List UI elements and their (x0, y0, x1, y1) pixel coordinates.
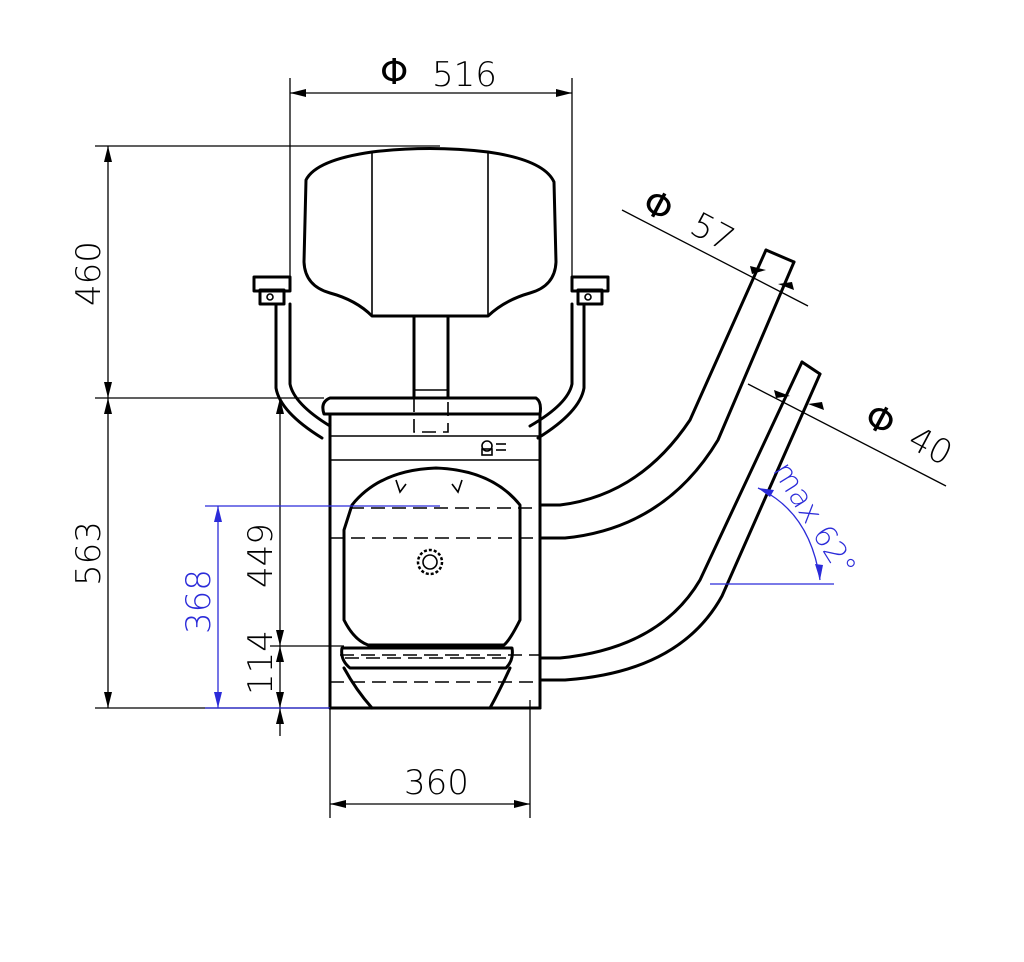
dimension-diameter-516: Φ 516 (289, 52, 573, 290)
dimension-label-114: 114 (241, 630, 281, 695)
armrest-right (528, 275, 610, 440)
armrest-left (252, 275, 332, 440)
lower-rail-tube (538, 360, 822, 682)
diameter-symbol: Φ (380, 52, 408, 93)
dimension-height-449: 449 (241, 398, 344, 736)
dimension-height-368: 368 (179, 505, 440, 709)
carriage-body (328, 412, 542, 710)
dimension-label-57: 57 (684, 205, 741, 261)
dimension-label-40: 40 (902, 419, 959, 475)
hidden-rail-lines (330, 507, 540, 683)
dimension-diameter-57: Φ 57 (621, 182, 809, 307)
seat (321, 396, 542, 416)
upper-rail-tube (538, 248, 796, 540)
backrest (302, 147, 558, 318)
dimension-height-563: 563 (69, 398, 330, 709)
dimension-label-516: 516 (432, 55, 497, 95)
dimension-width-360: 360 (329, 700, 531, 818)
dimension-height-114: 114 (241, 630, 284, 724)
dimension-height-460: 460 (69, 145, 440, 399)
dimension-label-360: 360 (404, 763, 469, 803)
angle-dimension-max-62: max 62° (710, 456, 863, 585)
dimension-label-563: 563 (69, 521, 109, 586)
angle-label: max 62° (765, 456, 863, 583)
dimension-label-460: 460 (69, 241, 109, 306)
gear-icon (416, 548, 444, 576)
diameter-symbol: Φ (636, 182, 680, 232)
dimension-label-449: 449 (241, 523, 281, 588)
diameter-symbol: Φ (858, 396, 902, 446)
dimension-label-368: 368 (179, 569, 219, 634)
logo-badge-icon (481, 440, 506, 456)
